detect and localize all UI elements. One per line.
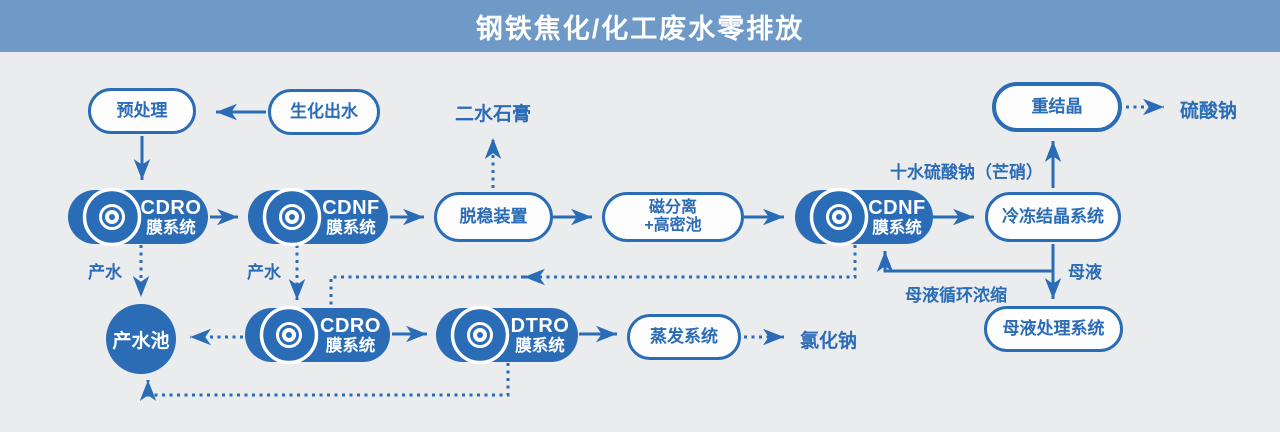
label-sodium-sulfate: 硫酸钠 bbox=[1180, 101, 1238, 122]
label-mother-liquor: 母液 bbox=[1068, 263, 1102, 282]
membrane-disc-icon bbox=[262, 187, 322, 247]
membrane-disc-icon bbox=[809, 187, 869, 247]
page-title: 钢铁焦化/化工废水零排放 bbox=[475, 13, 805, 44]
label-product-water-left: 产水 bbox=[88, 263, 122, 282]
label-gypsum: 二水石膏 bbox=[455, 104, 532, 125]
membrane-disc-icon bbox=[259, 305, 319, 365]
node-destabilization-label: 脱稳装置 bbox=[459, 207, 528, 227]
node-product-water-pool-label: 产水池 bbox=[112, 330, 170, 352]
node-cdnf-top-sub: 膜系统 bbox=[326, 218, 376, 237]
label-mother-liquor-recycle: 母液循环浓缩 bbox=[905, 286, 1007, 305]
node-cdro-membrane-bottom: CDRO 膜系统 bbox=[245, 305, 390, 365]
node-cdnf-top-name: CDNF bbox=[322, 196, 380, 219]
node-magnetic-separation-line1: 磁分离 bbox=[648, 198, 697, 216]
node-product-water-pool: 产水池 bbox=[106, 304, 176, 374]
label-product-water-right: 产水 bbox=[247, 263, 281, 282]
membrane-disc-icon bbox=[82, 187, 142, 247]
node-dtro-name: DTRO bbox=[510, 314, 570, 337]
title-banner: 钢铁焦化/化工废水零排放 bbox=[0, 0, 1280, 52]
label-sodium-chloride: 氯化钠 bbox=[800, 331, 858, 352]
node-evaporation: 蒸发系统 bbox=[627, 314, 741, 360]
node-biochemical-effluent: 生化出水 bbox=[268, 89, 380, 135]
node-cdnf-right-sub: 膜系统 bbox=[872, 218, 922, 237]
node-magnetic-separation-line2: +高密池 bbox=[644, 217, 702, 234]
node-pretreatment-label: 预处理 bbox=[116, 101, 168, 121]
node-mother-liquor-treatment-label: 母液处理系统 bbox=[1002, 319, 1105, 339]
node-dtro-sub: 膜系统 bbox=[515, 336, 565, 355]
label-glauber-salt: 十水硫酸钠（芒硝） bbox=[890, 163, 1043, 182]
node-mother-liquor-treatment: 母液处理系统 bbox=[984, 306, 1123, 352]
node-cdro-membrane-top: CDRO 膜系统 bbox=[68, 187, 208, 247]
node-destabilization: 脱稳装置 bbox=[434, 192, 553, 242]
node-freeze-crystallization-label: 冷冻结晶系统 bbox=[1002, 207, 1104, 227]
node-biochemical-effluent-label: 生化出水 bbox=[290, 102, 358, 122]
node-cdnf-membrane-right: CDNF 膜系统 bbox=[795, 187, 933, 247]
node-evaporation-label: 蒸发系统 bbox=[650, 327, 718, 347]
node-magnetic-separation: 磁分离 +高密池 bbox=[602, 192, 744, 242]
node-dtro-membrane: DTRO 膜系统 bbox=[436, 305, 578, 365]
node-freeze-crystallization: 冷冻结晶系统 bbox=[985, 192, 1121, 242]
node-cdnf-right-name: CDNF bbox=[868, 196, 926, 219]
node-recrystallization-label: 重结晶 bbox=[1031, 97, 1083, 117]
node-cdro-bottom-sub: 膜系统 bbox=[325, 336, 376, 355]
node-cdnf-membrane-top: CDNF 膜系统 bbox=[248, 187, 388, 247]
node-pretreatment: 预处理 bbox=[88, 88, 196, 134]
node-cdro-bottom-name: CDRO bbox=[320, 314, 381, 337]
node-cdro-top-name: CDRO bbox=[140, 196, 202, 219]
node-cdro-top-sub: 膜系统 bbox=[146, 218, 196, 237]
membrane-disc-icon bbox=[450, 305, 510, 365]
node-recrystallization: 重结晶 bbox=[992, 82, 1122, 132]
